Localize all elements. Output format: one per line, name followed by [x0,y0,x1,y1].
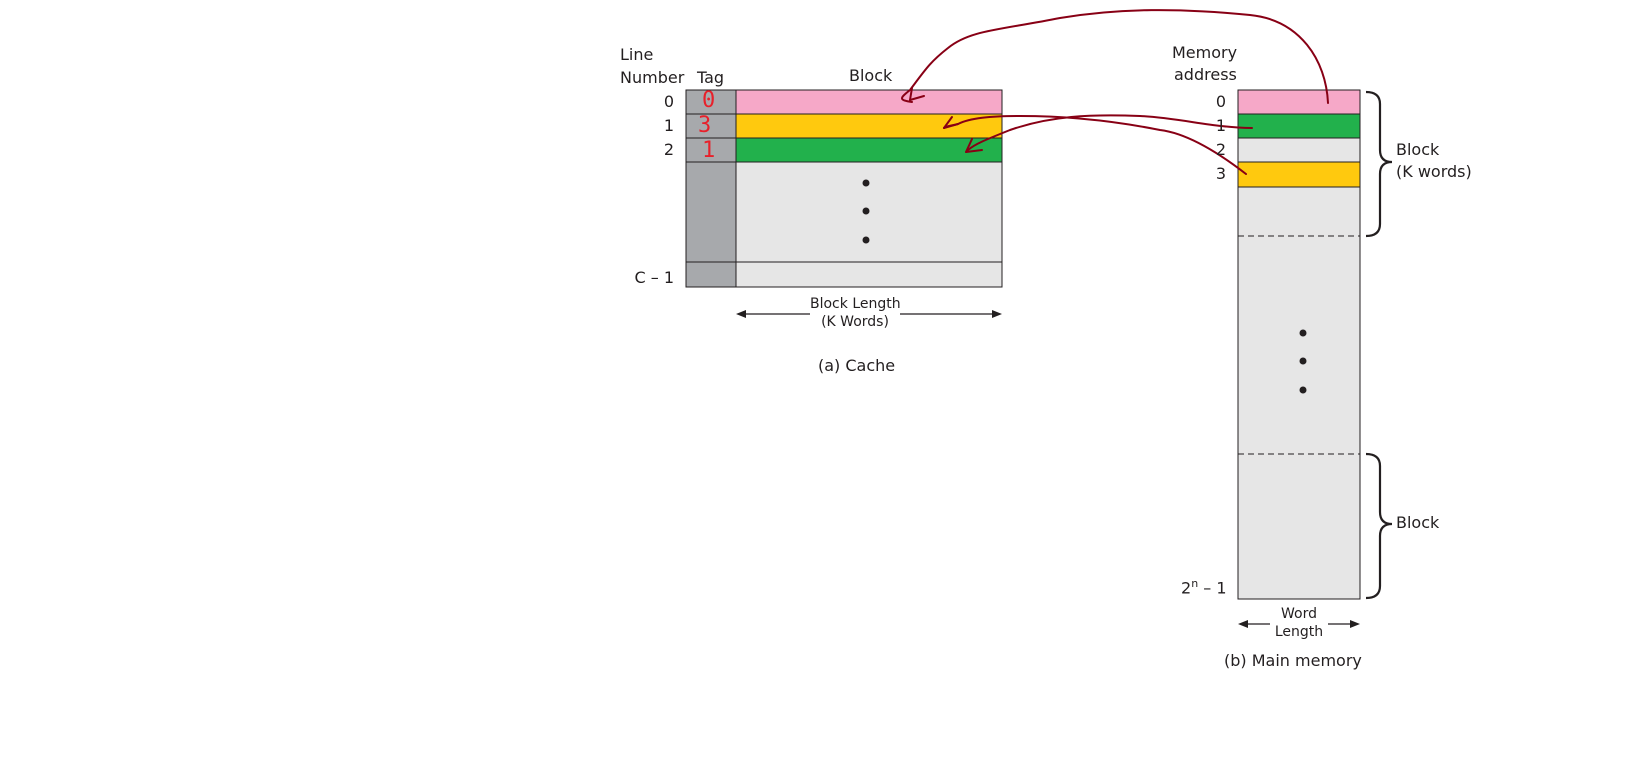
cache-line-label-0: 0 [663,92,674,111]
ellipsis-dot [1299,357,1307,365]
tag-header: Tag [697,68,725,87]
memory-address-header-line2: address [1174,65,1237,84]
memory-rest [1237,186,1361,600]
last-address-base: 2 [1181,578,1192,598]
last-address-exponent: n [1191,577,1199,590]
cache-tag-0: 0 [702,88,716,113]
ellipsis-dot [862,179,870,187]
ellipsis-dot [1299,386,1307,394]
cache-tag-1: 3 [698,113,712,138]
cache-line-label-2: 2 [663,140,674,159]
cache-line-label-last: C – 1 [634,268,674,287]
word-length-label-line2: Length [1274,624,1324,640]
line-number-header-line1: Line [620,45,654,64]
memory-address-label-0: 0 [1215,92,1226,111]
cache-caption: (a) Cache [818,356,896,375]
memory-address-label-1: 1 [1215,116,1226,135]
memory-caption: (b) Main memory [1224,651,1362,670]
block-brace-label-top-line1: Block [1396,140,1440,159]
block-length-label-line2: (K Words) [821,314,889,330]
memory-last-address-label: 2n – 1 [1181,574,1227,598]
block-length-arrow [736,310,1002,318]
ellipsis-dot [862,236,870,244]
mapping-arrow-word1-to-line2 [967,114,1253,151]
memory-address-header-line1: Memory [1172,43,1238,62]
word-length-arrow [1238,620,1360,628]
memory-word-0 [1237,89,1361,115]
block-header: Block [849,66,893,85]
cache-line-label-1: 1 [663,116,674,135]
ellipsis-dot [1299,329,1307,337]
block-brace-label-bottom: Block [1396,513,1440,532]
memory-word-2 [1237,137,1361,163]
cache-block-last-row [735,261,1003,288]
cache-block-row-2 [735,137,1003,163]
cache-tag-2: 1 [702,138,716,163]
last-address-suffix: – 1 [1198,578,1227,598]
block-length-label-line1: Block Length [810,296,901,312]
memory-address-label-2: 2 [1215,140,1226,159]
cache-block-row-1 [735,113,1003,139]
block-brace-bottom [1365,452,1393,600]
line-number-header-line2: Number [620,68,685,87]
block-brace-label-top-line2: (K words) [1396,162,1472,181]
mapping-arrow-word0-to-line0 [901,9,1329,104]
cache-tag-column [685,89,737,288]
block-brace-top [1365,90,1393,238]
cache-block-row-0 [735,89,1003,115]
word-length-label-line1: Word [1281,606,1317,622]
memory-address-label-3: 3 [1215,164,1226,183]
memory-word-1 [1237,113,1361,139]
memory-word-3 [1237,161,1361,188]
ellipsis-dot [862,207,870,215]
